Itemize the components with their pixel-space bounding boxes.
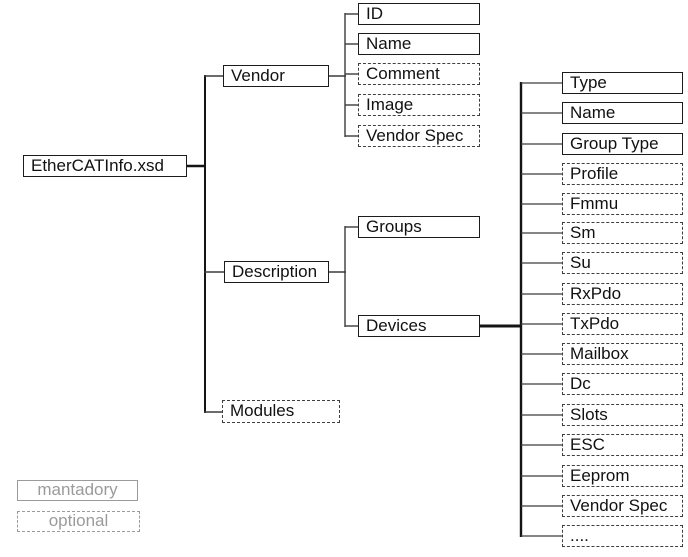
- node-type: Type: [562, 72, 683, 94]
- node-vendor-spec: Vendor Spec: [562, 495, 683, 517]
- legend-optional: optional: [17, 511, 140, 532]
- legend-mantadory: mantadory: [17, 480, 138, 501]
- node-txpdo: TxPdo: [562, 313, 683, 335]
- node-su: Su: [562, 252, 683, 274]
- node-slots: Slots: [562, 404, 683, 426]
- node-esc: ESC: [562, 434, 683, 456]
- node-modules: Modules: [222, 400, 340, 423]
- node-comment: Comment: [358, 63, 480, 85]
- node-dc: Dc: [562, 373, 683, 395]
- node-devices: Devices: [358, 315, 480, 337]
- node-etc: ....: [562, 525, 683, 547]
- node-eeprom: Eeprom: [562, 465, 683, 487]
- node-group-type: Group Type: [562, 133, 683, 155]
- node-name: Name: [562, 102, 683, 124]
- node-vendor: Vendor: [223, 65, 329, 87]
- node-fmmu: Fmmu: [562, 193, 683, 215]
- node-description: Description: [224, 261, 329, 283]
- node-sm: Sm: [562, 222, 683, 244]
- node-profile: Profile: [562, 163, 683, 185]
- node-vendor-spec: Vendor Spec: [358, 125, 480, 147]
- node-ethercatinfo-xsd: EtherCATInfo.xsd: [23, 155, 187, 177]
- node-id: ID: [358, 3, 480, 25]
- node-groups: Groups: [358, 216, 480, 238]
- node-rxpdo: RxPdo: [562, 283, 683, 305]
- node-name: Name: [358, 33, 480, 55]
- node-mailbox: Mailbox: [562, 343, 683, 365]
- node-image: Image: [358, 94, 480, 116]
